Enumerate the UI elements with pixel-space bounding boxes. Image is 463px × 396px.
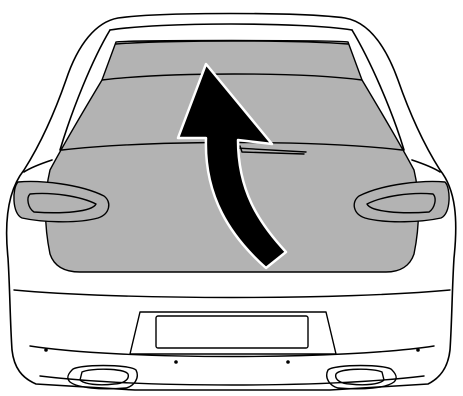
roof-line [109, 23, 353, 31]
right-tail-light-inner [366, 192, 436, 214]
bumper-lower-line [39, 375, 425, 386]
window-upper-line [101, 73, 363, 81]
parking-sensor [286, 360, 290, 364]
left-exhaust [67, 364, 138, 390]
left-tail-light-inner [27, 192, 97, 214]
right-c-pillar [351, 29, 405, 151]
open-tailgate-arrow-icon [176, 62, 288, 270]
right-shoulder-line [411, 159, 441, 173]
bumper-upper-line [13, 289, 451, 299]
parking-sensor [174, 360, 178, 364]
rear-wiper [235, 147, 307, 153]
right-exhaust [326, 364, 397, 390]
left-shoulder-line [23, 159, 53, 173]
right-exhaust-inner [335, 368, 385, 386]
left-c-pillar [59, 29, 111, 151]
license-plate [155, 315, 309, 349]
spoiler-line [115, 40, 349, 45]
license-plate-recess [129, 311, 337, 355]
parking-sensor [44, 348, 48, 352]
parking-sensor [416, 348, 420, 352]
rear-wiper-arm [239, 145, 305, 155]
bumper-mid-line [29, 345, 435, 358]
left-exhaust-inner [79, 368, 129, 386]
